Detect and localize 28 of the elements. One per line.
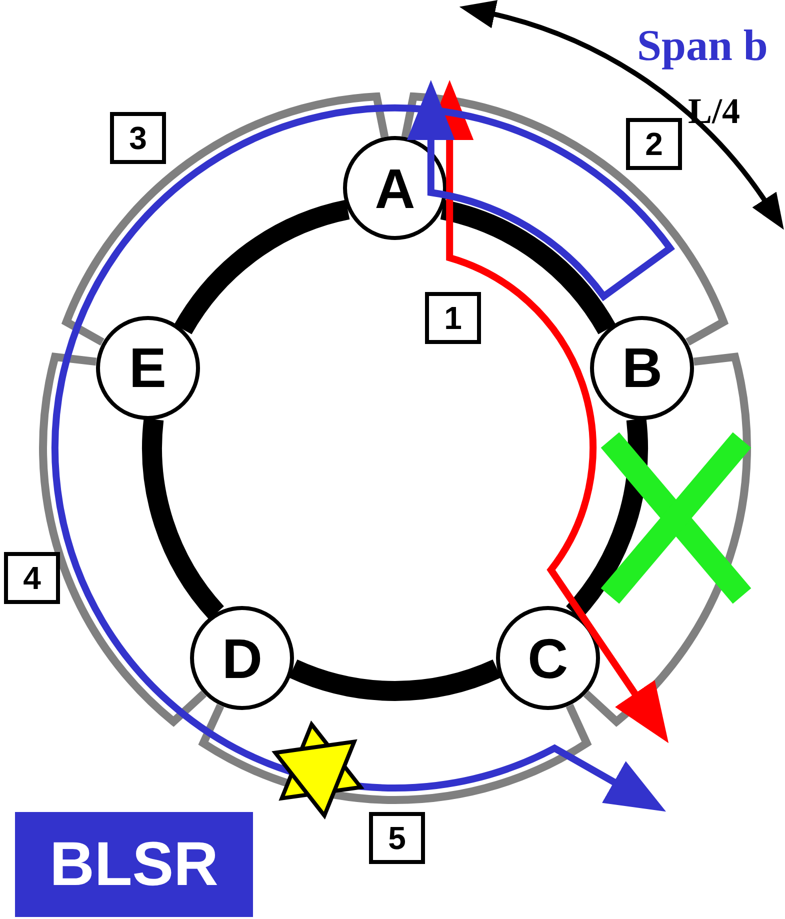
span-number: 4 (23, 560, 41, 596)
node-letter: C (528, 626, 568, 691)
title-banner (15, 812, 253, 917)
node-letter: E (129, 335, 166, 400)
span-number: 2 (645, 126, 663, 162)
node-letter: D (222, 626, 262, 691)
fiber-ring-segment (440, 200, 616, 335)
fiber-ring-segment (199, 704, 591, 804)
span-number-box (626, 118, 682, 170)
span-number: 3 (129, 120, 147, 156)
fiber-ring-segment (583, 352, 751, 726)
traffic-path-arrow (52, 80, 674, 812)
span-number: 5 (388, 820, 406, 856)
span-number: 1 (444, 300, 462, 336)
span-number-box (110, 112, 166, 164)
span-number-box (425, 292, 481, 344)
span-number-box (4, 552, 60, 604)
fiber-ring-segment (174, 200, 350, 335)
heading-text: Span b (637, 20, 768, 71)
fiber-ring-segment (62, 92, 389, 346)
fiber-ring-segment (142, 418, 224, 620)
banner-text: BLSR (50, 829, 218, 900)
node-letter: B (622, 335, 662, 400)
fiber-ring-segment (289, 659, 501, 701)
node-letter: A (374, 156, 416, 220)
fiber-ring-segment (401, 92, 728, 346)
fiber-ring-segment (39, 352, 207, 726)
span-number-box (369, 812, 425, 864)
